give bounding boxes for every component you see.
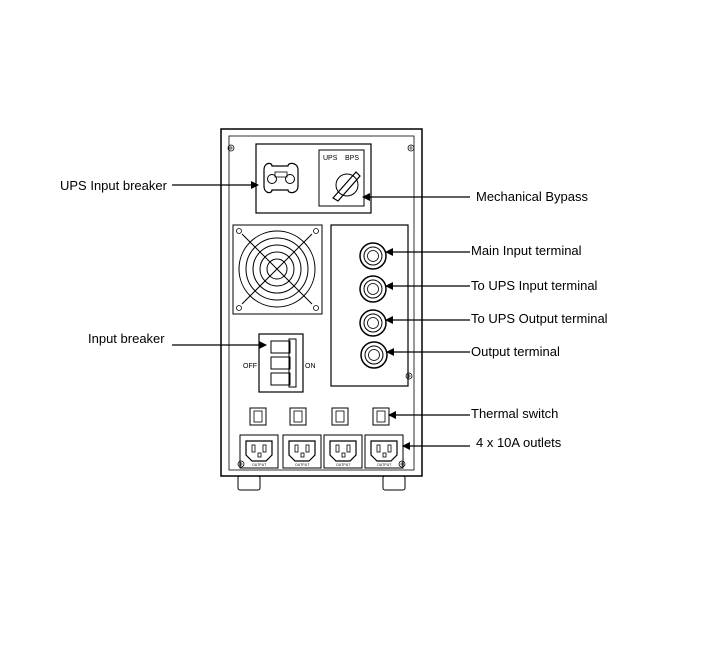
label-main-input-terminal: Main Input terminal [471, 243, 582, 258]
top-control-panel: UPS BPS [255, 143, 372, 214]
main-input-terminal[interactable] [359, 242, 387, 270]
thermal-switch[interactable] [289, 407, 307, 426]
label-ups-input-breaker: UPS Input breaker [60, 178, 168, 193]
terminal-block [330, 224, 409, 387]
outlet-label: OUTPUT [336, 463, 351, 467]
label-input-breaker: Input breaker [88, 331, 165, 346]
callout-arrows [172, 181, 470, 450]
thermal-switch[interactable] [331, 407, 349, 426]
thermal-switches [249, 407, 390, 426]
to-ups-output-terminal[interactable] [359, 309, 387, 337]
label-thermal-switch: Thermal switch [471, 406, 558, 421]
ups-cabinet [220, 128, 423, 491]
outlet[interactable]: OUTPUT [239, 434, 279, 469]
mechanical-bypass-switch[interactable]: UPS BPS [318, 149, 365, 207]
thermal-switch[interactable] [372, 407, 390, 426]
outlet-label: OUTPUT [295, 463, 310, 467]
to-ups-input-terminal[interactable] [359, 275, 387, 303]
outlets: OUTPUT OUTPUT OUTPUT OUTPUT [239, 434, 404, 469]
label-to-ups-output-terminal: To UPS Output terminal [471, 311, 608, 326]
outlet[interactable]: OUTPUT [323, 434, 363, 469]
foot-right [382, 475, 406, 491]
bypass-bps-label: BPS [345, 155, 359, 162]
label-output-terminal: Output terminal [471, 344, 560, 359]
output-terminal[interactable] [360, 341, 388, 369]
bypass-ups-label: UPS [323, 155, 338, 162]
cooling-fan [232, 224, 323, 315]
outlet[interactable]: OUTPUT [364, 434, 404, 469]
thermal-switch[interactable] [249, 407, 267, 426]
callout-labels: UPS Input breaker Mechanical Bypass Main… [60, 178, 608, 450]
label-to-ups-input-terminal: To UPS Input terminal [471, 278, 598, 293]
outlet[interactable]: OUTPUT [282, 434, 322, 469]
ups-input-breaker[interactable] [263, 162, 299, 194]
label-outlets: 4 x 10A outlets [476, 435, 562, 450]
breaker-on-label: ON [305, 363, 316, 370]
outlet-label: OUTPUT [377, 463, 392, 467]
outlet-label: OUTPUT [252, 463, 267, 467]
foot-left [237, 475, 261, 491]
breaker-off-label: OFF [243, 363, 257, 370]
label-mechanical-bypass: Mechanical Bypass [476, 189, 588, 204]
input-breaker[interactable]: OFF ON [243, 333, 316, 393]
